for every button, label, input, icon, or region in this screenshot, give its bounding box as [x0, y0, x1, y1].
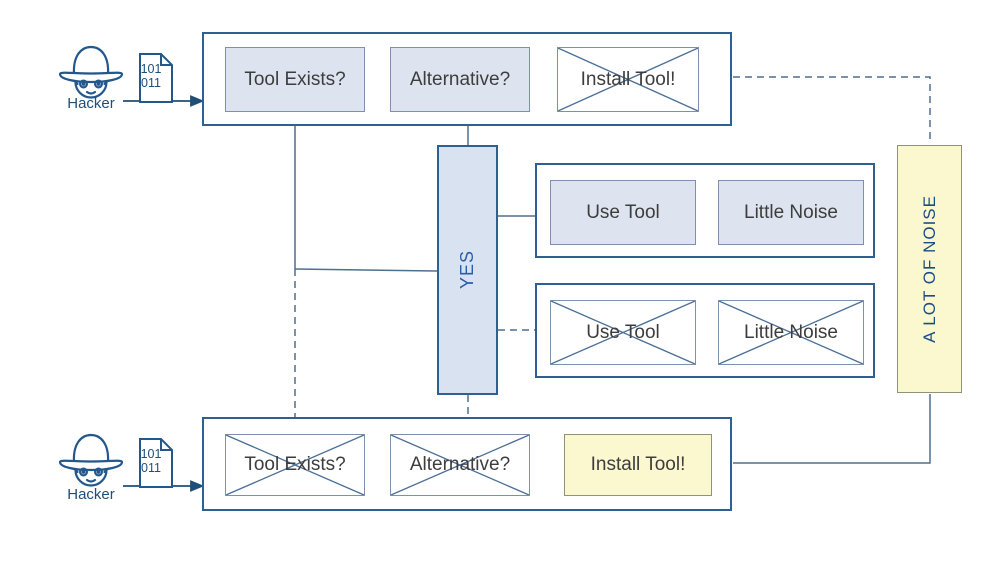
node-label: Little Noise	[744, 201, 838, 223]
binary-file-text: 101 011	[140, 447, 162, 476]
node-label: Alternative?	[409, 68, 511, 90]
top-flow-container: Tool Exists? Alternative? Install Tool!	[202, 32, 732, 126]
hacker-icon	[53, 428, 129, 493]
node-label: Alternative?	[409, 454, 511, 475]
node-label: Use Tool	[586, 321, 660, 343]
node-install-tool-bottom: Install Tool!	[564, 434, 712, 496]
noise-label: A LOT OF NOISE	[919, 195, 939, 343]
outcome-quiet-container: Use Tool Little Noise	[535, 163, 875, 258]
cross-out-mark	[558, 48, 698, 111]
binary-file-icon: 101 011	[139, 438, 173, 488]
decision-label: YES	[457, 250, 477, 290]
node-use-tool: Use Tool	[550, 180, 696, 245]
hacker-icon	[53, 40, 129, 105]
node-tool-exists-top: Tool Exists?	[225, 47, 365, 112]
cross-out-mark	[391, 435, 529, 495]
node-label: Tool Exists?	[244, 454, 346, 475]
noise-result-box: A LOT OF NOISE	[897, 145, 962, 393]
node-label: Tool Exists?	[244, 68, 346, 90]
node-label: Little Noise	[744, 321, 838, 343]
node-install-tool-top-crossed: Install Tool!	[557, 47, 699, 112]
bottom-flow-container: Tool Exists? Alternative? Install Tool!	[202, 417, 732, 511]
decision-yes-box: YES	[437, 145, 498, 395]
cross-out-mark	[226, 435, 364, 495]
cross-out-mark	[551, 301, 695, 364]
node-alternative-bottom-crossed: Alternative?	[390, 434, 530, 496]
binary-file-text: 101 011	[140, 62, 162, 91]
node-little-noise: Little Noise	[718, 180, 864, 245]
node-label: Install Tool!	[590, 454, 686, 475]
node-little-noise-crossed: Little Noise	[718, 300, 864, 365]
binary-file-icon: 101 011	[139, 53, 173, 103]
hacker-label: Hacker	[67, 486, 115, 503]
node-use-tool-crossed: Use Tool	[550, 300, 696, 365]
outcome-crossed-container: Use Tool Little Noise	[535, 283, 875, 378]
node-label: Install Tool!	[580, 68, 676, 90]
node-label: Use Tool	[586, 201, 660, 223]
hacker-label: Hacker	[67, 95, 115, 112]
cross-out-mark	[719, 301, 863, 364]
node-alternative-top: Alternative?	[390, 47, 530, 112]
node-tool-exists-bottom-crossed: Tool Exists?	[225, 434, 365, 496]
